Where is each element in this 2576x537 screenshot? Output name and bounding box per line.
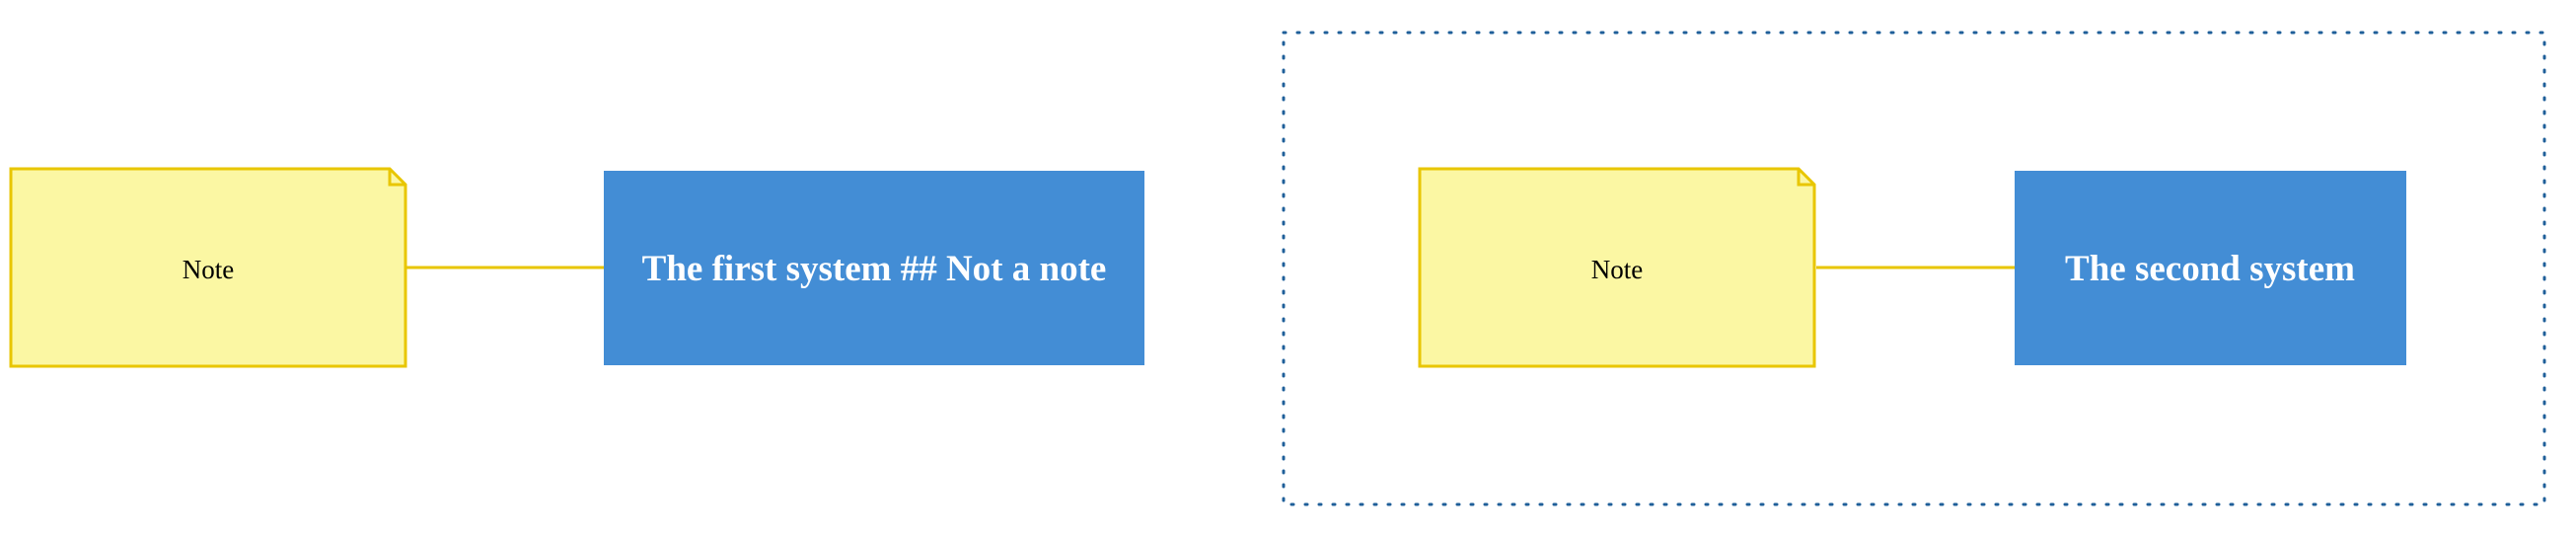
system-2[interactable]: The second system <box>2015 171 2406 365</box>
system-box <box>604 171 1144 365</box>
note-shape <box>1418 167 1816 368</box>
note-label: Note <box>1591 255 1644 284</box>
system-1[interactable]: The first system ## Not a note <box>604 171 1144 365</box>
note-label: Note <box>183 255 235 284</box>
system-boundary <box>1282 31 2546 506</box>
note-2[interactable]: Note <box>1418 167 1816 368</box>
system-label: The second system <box>2065 249 2355 289</box>
system-box <box>2015 171 2406 365</box>
note-shape <box>9 167 407 368</box>
note-fold-icon <box>388 169 405 187</box>
note-1[interactable]: Note <box>9 167 407 368</box>
note-fold-icon <box>1797 169 1814 187</box>
system-label: The first system ## Not a note <box>642 249 1107 289</box>
